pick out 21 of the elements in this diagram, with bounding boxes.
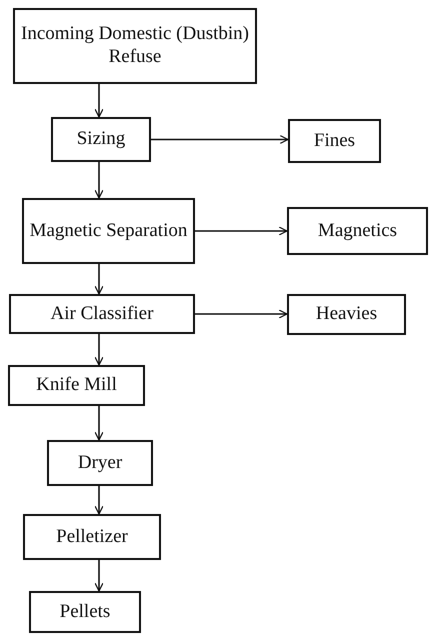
process-box: Magnetic Separation	[22, 198, 195, 264]
arrow	[151, 134, 289, 144]
arrow	[94, 406, 104, 441]
process-box: Magnetics	[287, 207, 428, 255]
arrow	[94, 264, 104, 295]
process-box: Fines	[288, 119, 381, 163]
arrow	[94, 84, 104, 118]
arrow	[195, 309, 288, 319]
process-box: Heavies	[287, 294, 406, 335]
process-box: Incoming Domestic (Dustbin) Refuse	[13, 8, 257, 84]
process-box: Pellets	[29, 591, 141, 633]
process-box: Air Classifier	[9, 294, 195, 334]
arrow	[94, 334, 104, 366]
arrow	[94, 162, 104, 199]
process-box: Sizing	[51, 117, 151, 162]
process-box: Pelletizer	[23, 514, 161, 560]
process-box: Knife Mill	[8, 365, 145, 406]
process-box: Dryer	[47, 440, 153, 486]
arrow	[94, 486, 104, 515]
arrow	[94, 560, 104, 592]
arrow	[195, 226, 288, 236]
